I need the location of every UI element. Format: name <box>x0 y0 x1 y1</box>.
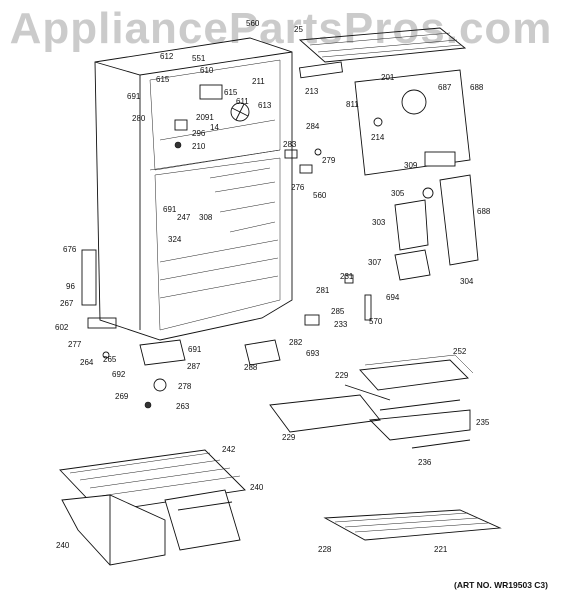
part-label: 304 <box>460 277 474 286</box>
part-label: 613 <box>258 101 272 110</box>
art-number: (ART NO. WR19503 C3) <box>454 580 548 590</box>
part-label: 265 <box>103 355 117 364</box>
part-label: 688 <box>470 83 484 92</box>
part-label: 692 <box>112 370 126 379</box>
part-label: 687 <box>438 83 452 92</box>
part-label: 278 <box>178 382 192 391</box>
part-label: 308 <box>199 213 213 222</box>
part-label: 210 <box>192 142 206 151</box>
shelf-trim <box>411 439 471 449</box>
part-label: 201 <box>381 73 395 82</box>
part-label: 228 <box>318 545 332 554</box>
part-label: 14 <box>210 123 219 132</box>
part-label: 691 <box>127 92 141 101</box>
part-label: 283 <box>283 140 297 149</box>
part-label: 285 <box>331 307 345 316</box>
part-label: 309 <box>404 161 418 170</box>
part-label: 610 <box>200 66 214 75</box>
part-label: 287 <box>187 362 201 371</box>
glass-shelf-slide <box>269 384 471 441</box>
label-plate <box>424 151 456 167</box>
part-label: 560 <box>246 19 260 28</box>
part-label: 252 <box>453 347 467 356</box>
part-label: 611 <box>236 97 249 106</box>
part-label: 96 <box>66 282 75 291</box>
part-label: 213 <box>305 87 319 96</box>
fan-motor-assembly <box>174 84 250 149</box>
part-label: 602 <box>55 323 69 332</box>
part-label: 2091 <box>196 113 214 122</box>
part-label: 305 <box>391 189 405 198</box>
part-label: 211 <box>252 77 265 86</box>
glass-shelf-upper <box>359 354 474 391</box>
part-label: 612 <box>160 52 174 61</box>
part-label: 284 <box>306 122 320 131</box>
part-label: 276 <box>291 183 305 192</box>
part-label: 615 <box>156 75 170 84</box>
part-label: 240 <box>250 483 264 492</box>
part-labels: 560 25 612 551 615 610 691 211 615 611 6… <box>55 19 491 554</box>
part-label: 676 <box>63 245 77 254</box>
part-label: 233 <box>334 320 348 329</box>
part-label: 288 <box>244 363 258 372</box>
part-label: 229 <box>282 433 296 442</box>
part-label: 688 <box>477 207 491 216</box>
part-label: 264 <box>80 358 94 367</box>
bottom-wire-shelf <box>323 509 502 541</box>
part-label: 267 <box>60 299 74 308</box>
part-label: 615 <box>224 88 238 97</box>
part-label: 307 <box>368 258 382 267</box>
light-shield <box>298 61 343 79</box>
evaporator-cover <box>354 69 471 176</box>
part-label: 269 <box>115 392 129 401</box>
part-label: 221 <box>434 545 448 554</box>
part-label: 277 <box>68 340 82 349</box>
part-label: 282 <box>289 338 303 347</box>
cabinet-liner <box>94 37 293 341</box>
part-label: 691 <box>163 205 177 214</box>
part-label: 560 <box>313 191 327 200</box>
part-label: 281 <box>316 286 330 295</box>
part-label: 811 <box>346 100 359 109</box>
part-label: 570 <box>369 317 383 326</box>
part-label: 296 <box>192 129 206 138</box>
part-label: 691 <box>188 345 202 354</box>
part-label: 229 <box>335 371 349 380</box>
part-label: 240 <box>56 541 70 550</box>
hinge-hardware <box>81 148 372 409</box>
freezer-wire-shelf <box>298 27 467 63</box>
part-label: 231 <box>340 272 354 281</box>
part-label: 324 <box>168 235 182 244</box>
crisper-drawers <box>61 489 241 566</box>
part-label: 280 <box>132 114 146 123</box>
air-diffuser-assembly <box>394 174 479 281</box>
part-label: 25 <box>294 25 303 34</box>
part-label: 242 <box>222 445 236 454</box>
part-label: 693 <box>306 349 320 358</box>
part-label: 694 <box>386 293 400 302</box>
part-label: 263 <box>176 402 190 411</box>
part-label: 247 <box>177 213 191 222</box>
part-label: 551 <box>192 54 206 63</box>
part-label: 235 <box>476 418 490 427</box>
part-label: 303 <box>372 218 386 227</box>
part-label: 279 <box>322 156 336 165</box>
part-label: 236 <box>418 458 432 467</box>
part-label: 214 <box>371 133 385 142</box>
